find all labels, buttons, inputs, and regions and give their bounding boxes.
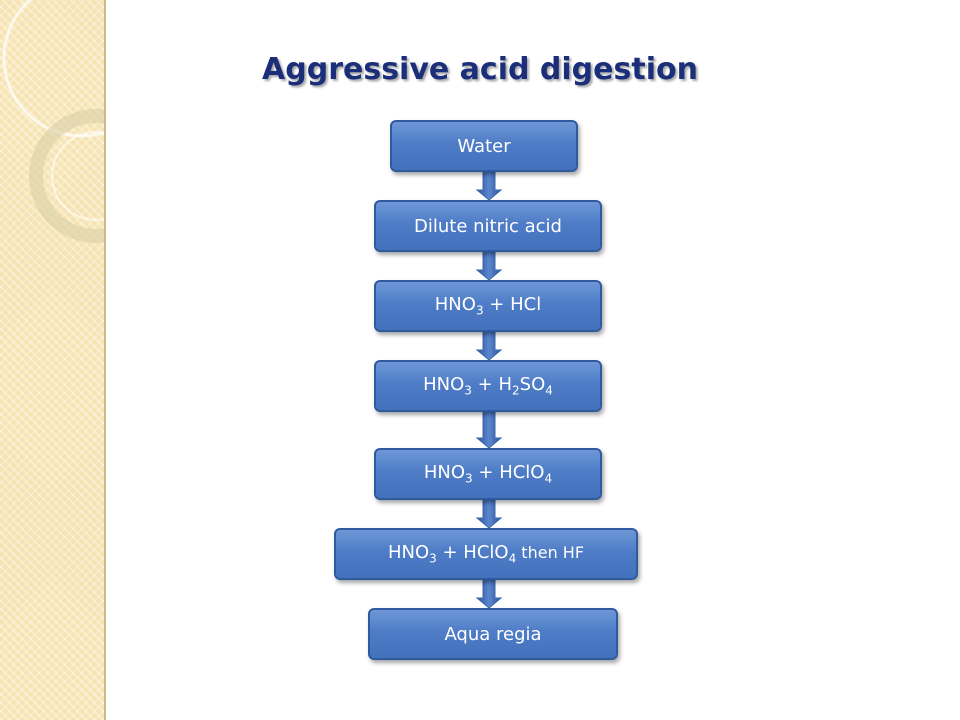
flow-step-label: Aqua regia xyxy=(444,623,542,645)
label-fragment: + HClO xyxy=(472,462,545,484)
label-fragment: + H xyxy=(471,374,512,396)
subscript: 3 xyxy=(465,471,473,486)
label-fragment: HNO xyxy=(387,542,430,564)
subscript: 4 xyxy=(544,471,553,486)
label-fragment: + HCl xyxy=(483,294,542,316)
decorative-circles xyxy=(2,0,104,243)
slide-title: Aggressive acid digestion xyxy=(262,52,698,87)
flow-step-dilute-nitric-acid: Dilute nitric acid xyxy=(374,200,602,252)
flow-arrow xyxy=(475,411,503,449)
flow-step-hno3-hclo4: HNO3 + HClO4 xyxy=(374,448,602,500)
flow-arrow xyxy=(475,499,503,529)
flow-step-label: HNO3 + HClO4 then HF xyxy=(388,542,584,566)
flow-arrow xyxy=(475,171,503,201)
flow-step-water: Water xyxy=(390,120,578,172)
flow-step-hno3-hclo4-then-hf: HNO3 + HClO4 then HF xyxy=(334,528,638,580)
label-fragment: then HF xyxy=(516,543,585,563)
flow-step-label: Dilute nitric acid xyxy=(414,215,562,237)
subscript: 4 xyxy=(545,383,553,398)
label-fragment: SO xyxy=(519,374,546,396)
flow-arrow xyxy=(475,331,503,361)
flow-step-label: Water xyxy=(457,135,511,157)
label-fragment: HNO xyxy=(423,462,466,484)
flow-step-label: HNO3 + HCl xyxy=(435,294,541,318)
subscript: 3 xyxy=(464,383,472,398)
subscript: 3 xyxy=(429,551,437,566)
flow-step-hno3-hcl: HNO3 + HCl xyxy=(374,280,602,332)
flow-arrow xyxy=(475,579,503,609)
label-fragment: + HClO xyxy=(436,542,509,564)
flow-arrow xyxy=(475,251,503,281)
subscript: 2 xyxy=(512,383,520,398)
decorative-side-panel xyxy=(0,0,106,720)
flow-step-label: HNO3 + H2SO4 xyxy=(423,374,553,398)
flow-step-aqua-regia: Aqua regia xyxy=(368,608,618,660)
flow-step-hno3-h2so4: HNO3 + H2SO4 xyxy=(374,360,602,412)
subscript: 4 xyxy=(508,551,517,566)
flow-step-label: HNO3 + HClO4 xyxy=(424,462,552,486)
label-fragment: HNO xyxy=(434,294,476,316)
subscript: 3 xyxy=(475,303,484,318)
label-fragment: HNO xyxy=(423,374,465,396)
